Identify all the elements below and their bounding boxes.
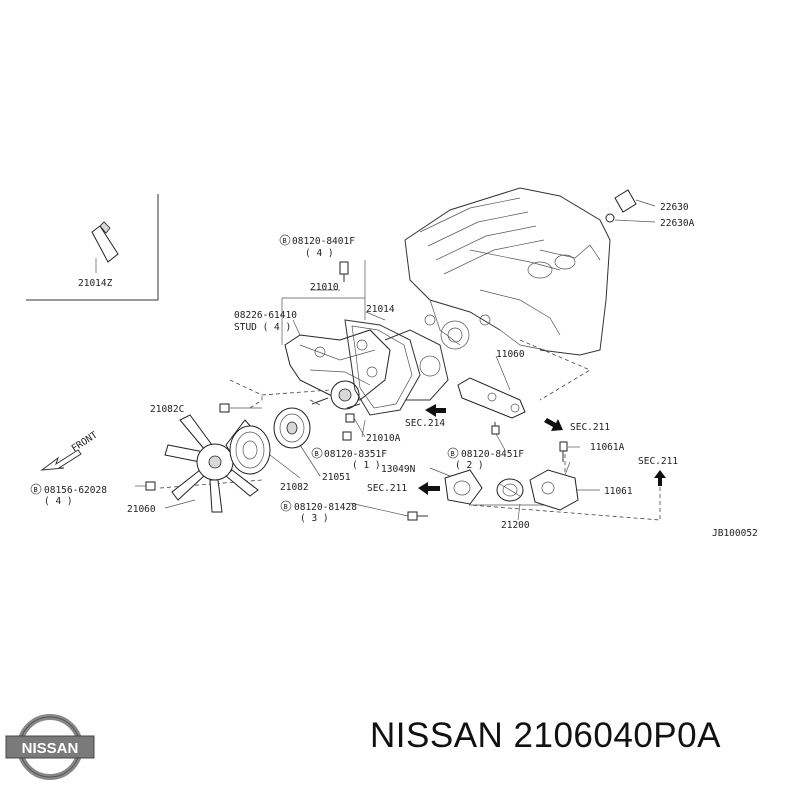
fan-assembly xyxy=(164,397,361,513)
label-21082c: 21082C xyxy=(150,404,184,415)
label-sec214: SEC.214 xyxy=(405,418,445,429)
thermostat-21200: 21200 xyxy=(496,478,530,531)
part-caption: NISSAN 2106040P0A xyxy=(370,716,721,755)
bolt-08120-8451f: B 08120-8451F ( 2 ) xyxy=(447,422,524,471)
label-qty-4a: ( 4 ) xyxy=(305,248,334,259)
bolt-marker-icon: B xyxy=(451,450,455,458)
logo-word: NISSAN xyxy=(22,740,79,757)
label-08120-8451f: 08120-8451F xyxy=(461,449,524,460)
bolt-11061a: 11061A xyxy=(559,441,625,462)
bolt-marker-icon: B xyxy=(283,237,287,245)
bolt-08120-81428: B 08120-81428 ( 3 ) xyxy=(280,500,428,524)
engine-block xyxy=(404,187,611,356)
label-sec211-far: SEC.211 xyxy=(638,456,678,467)
label-11061a: 11061A xyxy=(590,442,625,453)
label-qty-2: ( 2 ) xyxy=(455,460,484,471)
label-21051: 21051 xyxy=(322,472,351,483)
label-front: FRONT xyxy=(70,430,100,455)
section-arrow-211-far: SEC.211 xyxy=(638,456,678,486)
sensor-22630: 22630 22630A xyxy=(605,189,695,229)
bolt-marker-icon: B xyxy=(284,503,288,511)
label-13049n: 13049N xyxy=(381,464,416,475)
label-stud-4: STUD ( 4 ) xyxy=(234,322,291,333)
label-21014z: 21014Z xyxy=(78,278,113,289)
nissan-logo: NISSAN xyxy=(5,714,95,780)
label-08120-8401f: 08120-8401F xyxy=(292,236,355,247)
bolt-marker-icon: B xyxy=(34,486,38,494)
leader-lines xyxy=(135,260,600,521)
label-08120-81428: 08120-81428 xyxy=(294,502,357,513)
inset-21014z: 21014Z xyxy=(26,194,159,301)
label-11060: 11060 xyxy=(496,349,525,360)
label-qty-3: ( 3 ) xyxy=(300,513,329,524)
bolt-marker-icon: B xyxy=(315,450,319,458)
label-21014: 21014 xyxy=(366,304,395,315)
label-08156-62028: 08156-62028 xyxy=(44,485,107,496)
label-08120-8351f: 08120-8351F xyxy=(324,449,387,460)
section-arrow-211-mid: SEC.211 xyxy=(367,482,440,495)
label-sec211-right: SEC.211 xyxy=(570,422,610,433)
label-11061: 11061 xyxy=(604,486,633,497)
bolt-08120-8401f: B 08120-8401F ( 4 ) xyxy=(279,234,355,282)
front-arrow-icon: FRONT xyxy=(40,430,100,471)
bolt-08156-62028: B 08156-62028 ( 4 ) xyxy=(30,481,156,507)
water-inlet-13049n: 13049N xyxy=(381,464,483,505)
label-qty-4b: ( 4 ) xyxy=(44,496,73,507)
label-qty-1: ( 1 ) xyxy=(352,460,381,471)
label-21060: 21060 xyxy=(127,504,156,515)
label-21010a: 21010A xyxy=(366,433,401,444)
diagram-code: JB100052 xyxy=(712,528,758,539)
section-arrow-214: SEC.214 xyxy=(405,404,446,429)
housing-11061: 11061 xyxy=(529,461,633,511)
section-arrow-211-right: SEC.211 xyxy=(544,418,610,433)
water-pump-assembly xyxy=(284,319,449,416)
bolts-21010a xyxy=(342,413,366,441)
pipe-11060: 11060 xyxy=(457,349,526,419)
label-21010: 21010 xyxy=(310,282,339,293)
label-22630: 22630 xyxy=(660,202,689,213)
label-22630a: 22630A xyxy=(660,218,695,229)
label-21200: 21200 xyxy=(501,520,530,531)
label-sec211-mid: SEC.211 xyxy=(367,483,407,494)
label-21082: 21082 xyxy=(280,482,309,493)
label-08226-61410: 08226-61410 xyxy=(234,310,297,321)
